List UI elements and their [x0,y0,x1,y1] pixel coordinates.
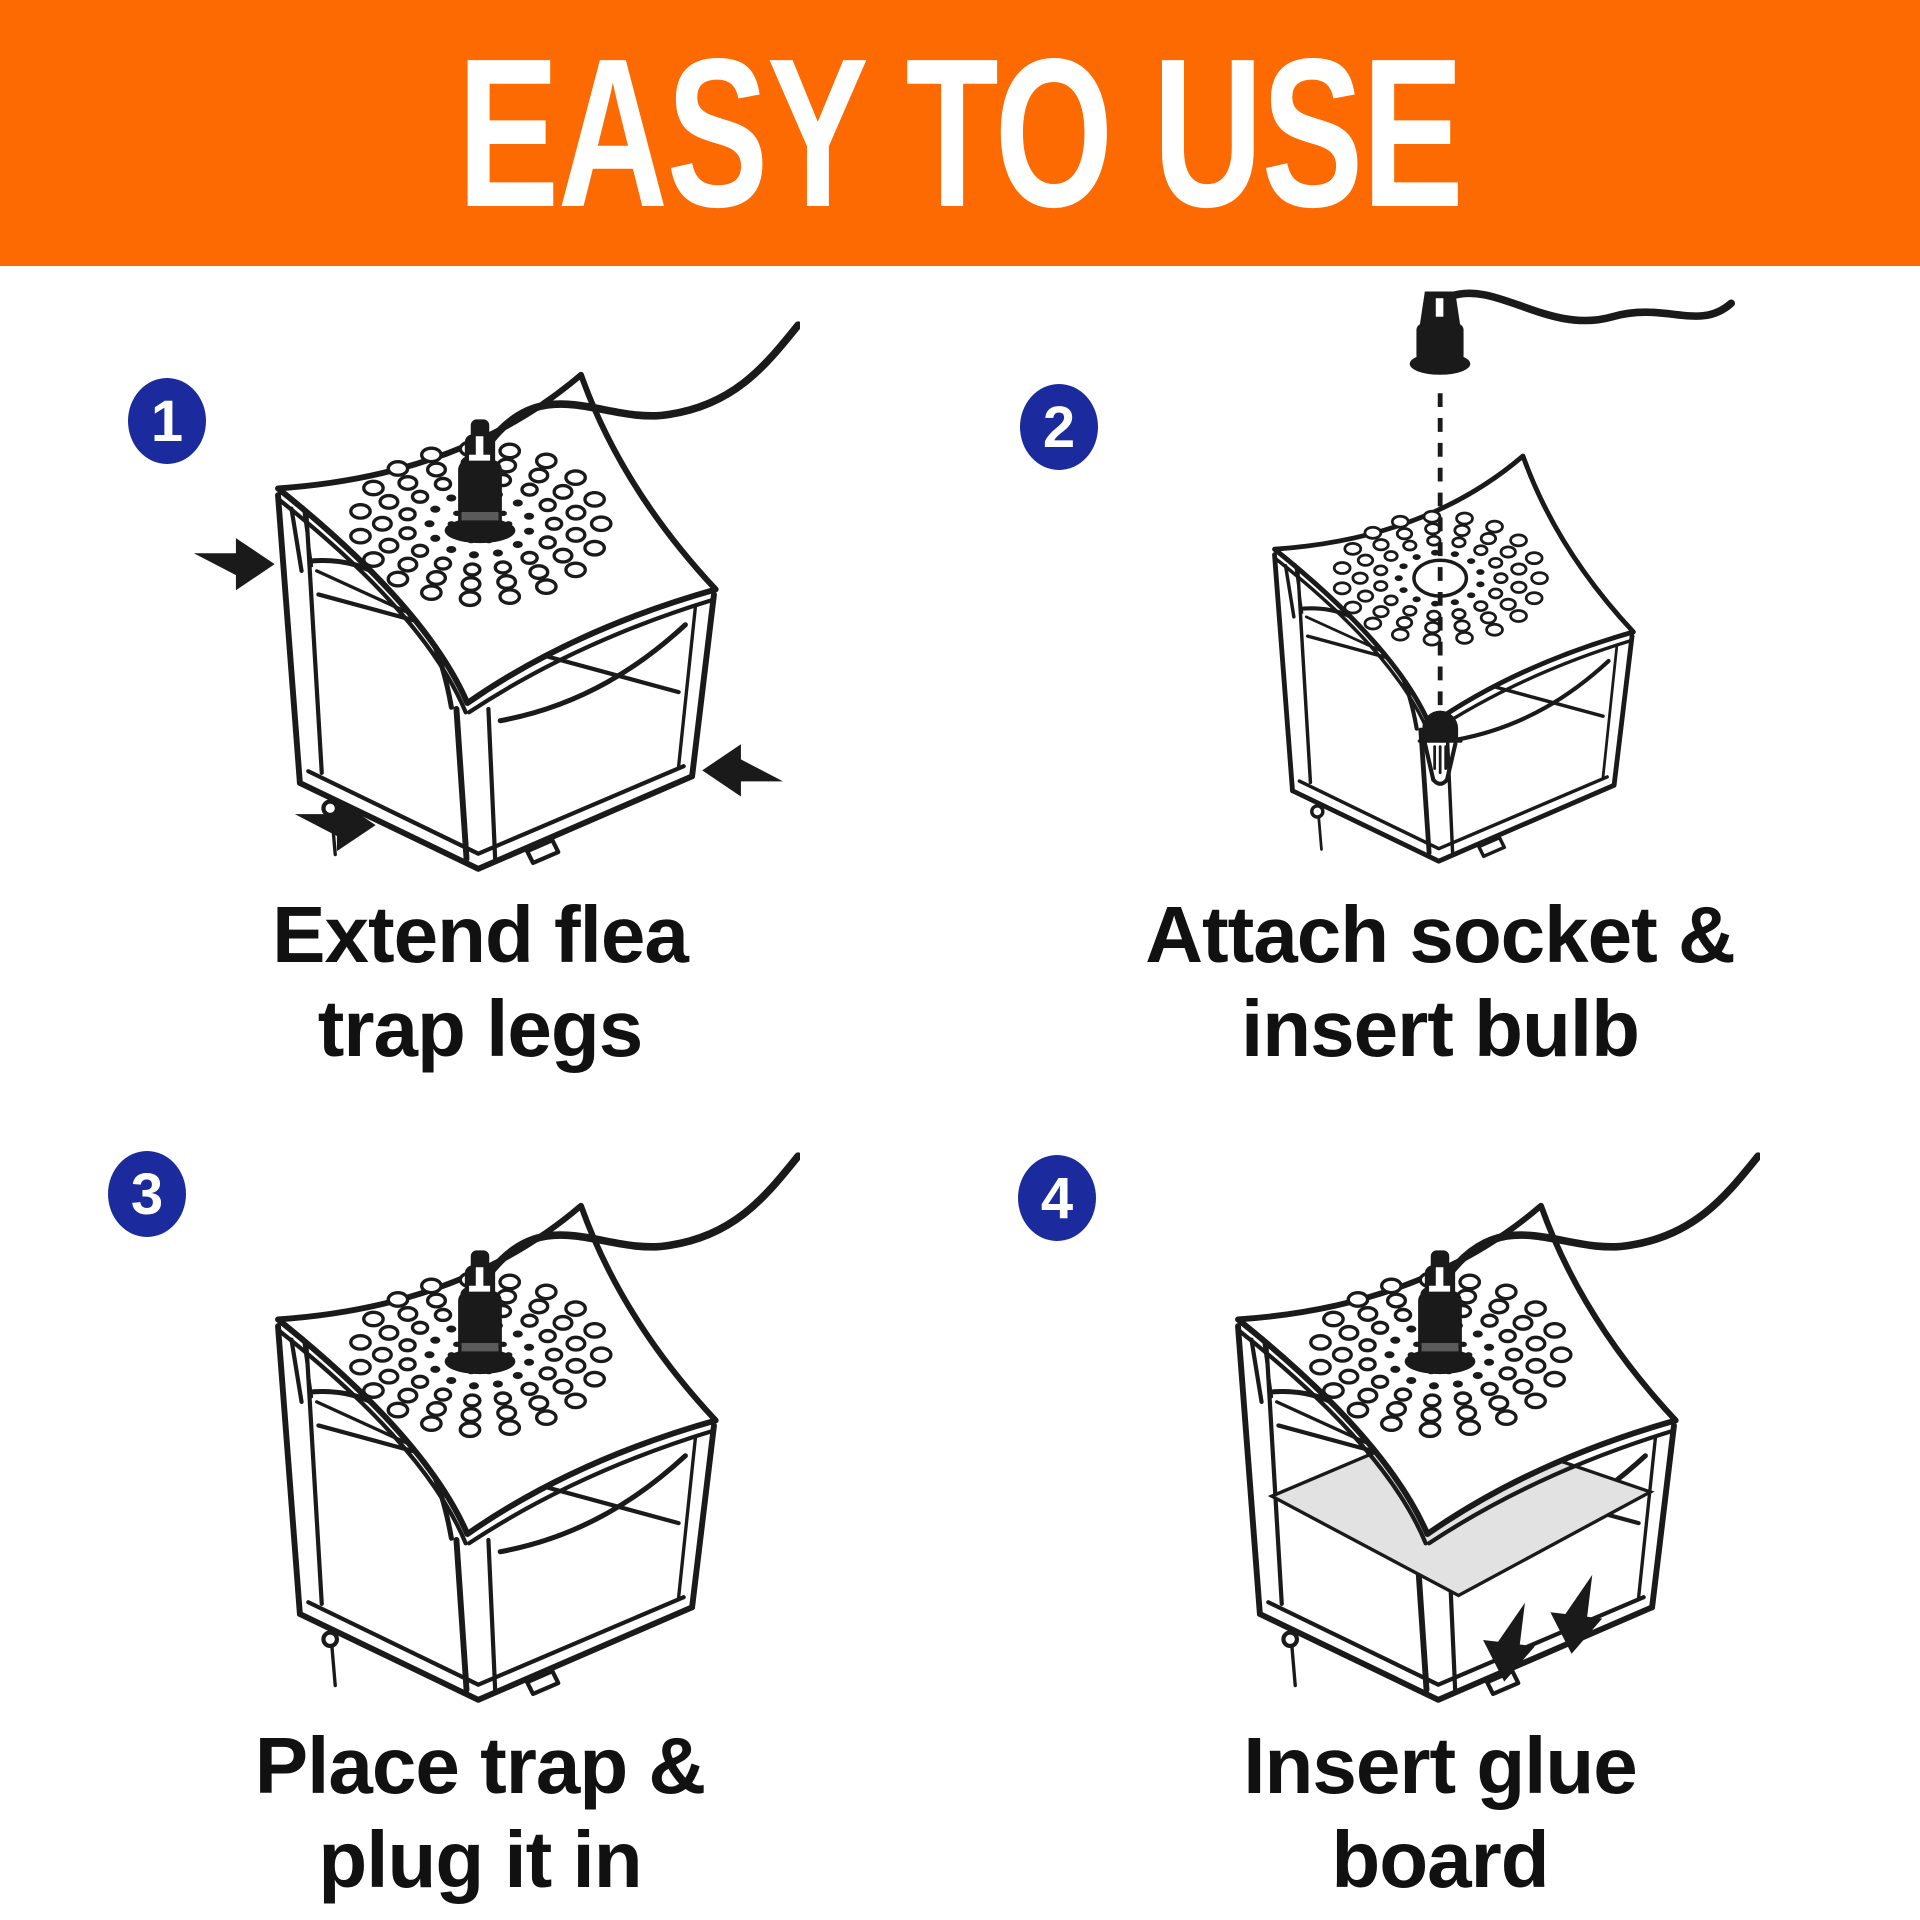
step-caption: Attach socket & insert bulb [1145,888,1736,1077]
steps-grid: 1 Extend flea trap legs 2 [0,266,1920,1920]
step-2: 2 Attach socket & [960,266,1920,1093]
caption-line-1: Extend flea [272,890,689,979]
step-number-badge: 4 [1018,1155,1096,1241]
step-caption: Extend flea trap legs [272,888,689,1077]
flea-trap-drawing [278,325,798,869]
step-number-badge: 2 [1020,384,1098,470]
step-number: 3 [130,1161,164,1227]
step-number-badge: 1 [128,378,206,464]
step-2-illustration [1120,289,1736,884]
step-4: 4 Insert glue board [960,1093,1920,1920]
plug-socket [1409,291,1471,375]
caption-line-2: trap legs [317,984,643,1074]
push-arrow-left [193,538,275,591]
trap-plate [278,1206,716,1544]
caption-line-2: plug it in [318,1815,642,1905]
push-arrow-right [702,744,783,797]
step-4-illustration [1120,1109,1760,1715]
caption-line-1: Attach socket & [1145,890,1736,979]
step-number: 1 [150,388,184,454]
step-caption: Insert glue board [1243,1719,1638,1908]
flea-trap-drawing [278,1156,798,1700]
caption-line-1: Insert glue [1243,1721,1638,1810]
step-number: 4 [1040,1165,1074,1231]
step-1: 1 Extend flea trap legs [0,266,960,1093]
trap-plate [278,375,716,713]
step-number: 2 [1042,394,1076,460]
step-3: 3 Place trap & plug it in [0,1093,960,1920]
insert-arrow-right [1545,1570,1608,1657]
power-cord [1446,289,1736,325]
caption-line-1: Place trap & [254,1721,706,1810]
step-caption: Place trap & plug it in [254,1719,706,1908]
step-3-illustration [160,1109,800,1715]
step-1-illustration [193,278,800,884]
flea-trap-drawing [1238,1156,1758,1700]
page-title: EASY TO USE [457,14,1464,251]
insert-arrow-left [1478,1598,1540,1685]
header-banner: EASY TO USE [0,0,1920,266]
caption-line-2: board [1331,1815,1549,1905]
caption-line-2: insert bulb [1241,984,1640,1074]
flea-trap-drawing [1275,393,1634,861]
step-number-badge: 3 [108,1151,186,1237]
